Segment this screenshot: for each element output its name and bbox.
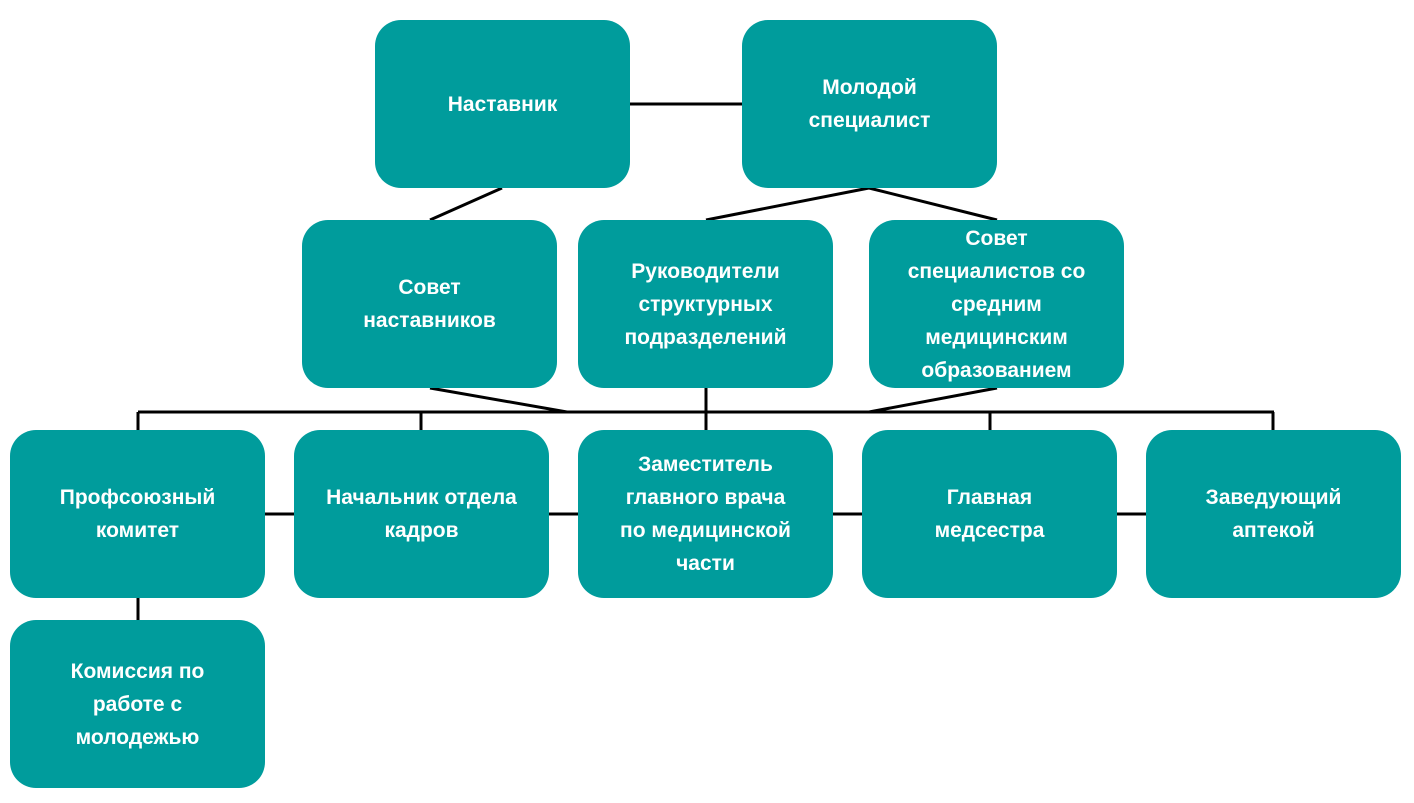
node-head-nurse: Главная медсестра [862, 430, 1117, 598]
node-deputy-chief: Заместитель главного врача по медицинско… [578, 430, 833, 598]
node-mentors-council: Совет наставников [302, 220, 557, 388]
node-hr-head: Начальник отдела кадров [294, 430, 549, 598]
connector [429, 386, 568, 414]
connector [868, 186, 998, 222]
node-youth-commission: Комиссия по работе с молодежью [10, 620, 265, 788]
node-young-specialist: Молодой специалист [742, 20, 997, 188]
node-nurses-council: Совет специалистов со средним медицински… [869, 220, 1124, 388]
node-unit-heads: Руководители структурных подразделений [578, 220, 833, 388]
node-mentor: Наставник [375, 20, 630, 188]
node-pharmacy-head: Заведующий аптекой [1146, 430, 1401, 598]
connector [429, 186, 503, 222]
connector [868, 386, 998, 414]
connector [705, 186, 870, 222]
node-trade-union: Профсоюзный комитет [10, 430, 265, 598]
